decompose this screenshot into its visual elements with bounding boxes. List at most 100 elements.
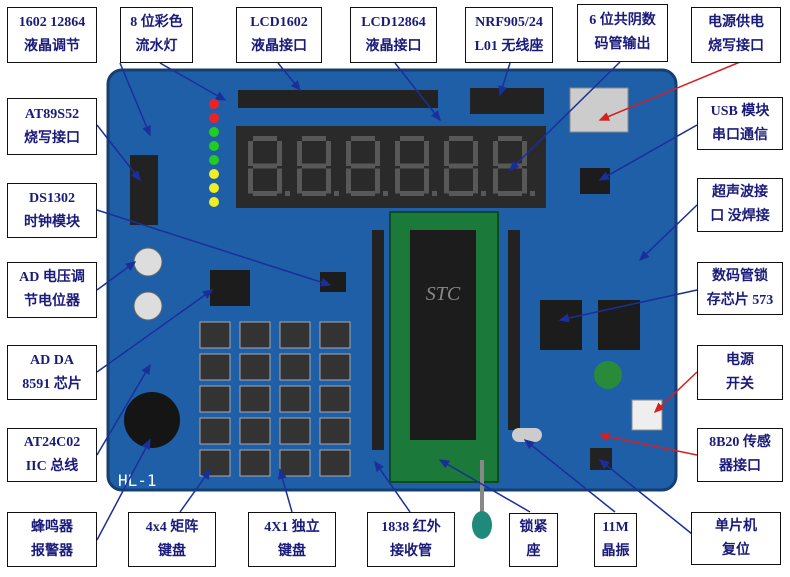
label-line: 节电位器 [24,294,80,309]
led [209,155,219,165]
zif-lever-knob [472,511,492,539]
callout-arrow [277,62,301,92]
label-line: 单片机 [715,518,757,534]
key [239,385,271,413]
label-line: AT24C02 [23,435,81,450]
label-line: AD 电压调 [19,270,85,285]
led [209,197,219,207]
label-line: AD DA [30,352,74,368]
callout-arrow [653,371,698,414]
callout-label-bottom: 4x4 矩阵键盘 [128,512,216,567]
key [239,449,271,477]
callout-label-bottom: 1838 红外接收管 [367,512,455,567]
callout-label-top: 6 位共阴数码管输出 [577,4,668,62]
label-line: 1838 红外 [381,519,441,535]
digit-segment [351,163,375,169]
key [319,321,351,349]
usb-port [569,87,629,133]
callout-label-right: USB 模块串口通信 [697,97,783,150]
latch-573-a [540,300,582,350]
label-line: 8 位彩色 [130,15,183,30]
decimal-point [334,191,339,196]
label-line: LCD12864 [361,15,426,30]
decimal-point [530,191,535,196]
callout-arrow [96,124,141,182]
callout-arrow [278,468,293,513]
label-line: 键盘 [278,543,306,559]
decimal-point [481,191,486,196]
seven-seg-digits [248,136,535,196]
callout-arrow [598,124,698,181]
label-line: 液晶接口 [365,39,422,54]
digit-segment [522,141,527,166]
label-line: 8B20 传感 [709,435,771,450]
digit-segment [400,136,424,141]
usb-chip [580,168,610,194]
label-line: L01 无线座 [474,39,544,54]
callout-arrow [523,439,616,513]
label-line: 超声波接 [712,185,768,200]
key [199,321,231,349]
key [199,385,231,413]
callout-label-left: AD 电压调节电位器 [7,262,97,318]
digit-segment [444,168,449,194]
label-line: IIC 总线 [25,459,79,474]
pin-header-right [508,230,520,430]
isp-header [130,155,158,225]
digit-segment [253,163,277,169]
callout-arrow [96,438,151,541]
label-line: 锁紧 [519,520,548,535]
label-line: 电源 [726,352,754,368]
led [209,169,219,179]
digit-segment [302,191,326,196]
key [239,417,271,445]
callout-arrow [498,62,511,97]
decimal-point [285,191,290,196]
callout-label-right: 电源开关 [697,345,783,400]
digit-segment [522,168,527,194]
callout-arrow [598,61,741,121]
label-line: 存芯片 573 [706,292,774,308]
callout-arrow [96,261,137,291]
callout-arrow [374,460,411,513]
nrf-socket [470,88,544,114]
digit-segment [297,168,302,194]
digit-segment [326,168,331,194]
label-line: 报警器 [31,543,73,559]
pcf8591-chip [210,270,250,306]
digit-segment [424,168,429,194]
digit-segment [346,141,351,166]
digit-segment [444,141,449,166]
digit-segment [498,163,522,169]
digit [346,136,388,196]
key [319,417,351,445]
label-line: 流水灯 [135,39,178,54]
callout-arrow [598,459,698,539]
key [199,417,231,445]
digit-segment [297,141,302,166]
digit [444,136,486,196]
led [209,127,219,137]
potentiometer-2 [133,291,163,321]
callout-arrows [96,61,741,541]
decimal-point [383,191,388,196]
digit-segment [449,163,473,169]
key [319,353,351,381]
label-line: 复位 [722,542,750,558]
led-column [209,99,219,207]
label-line: 4x4 矩阵 [145,519,199,535]
digit-segment [493,141,498,166]
digit-segment [400,163,424,169]
digit-segment [493,168,498,194]
label-line: 器接口 [719,459,761,474]
key [279,321,311,349]
label-line: 座 [526,544,541,559]
callout-arrow [96,363,151,456]
digit-segment [253,136,277,141]
